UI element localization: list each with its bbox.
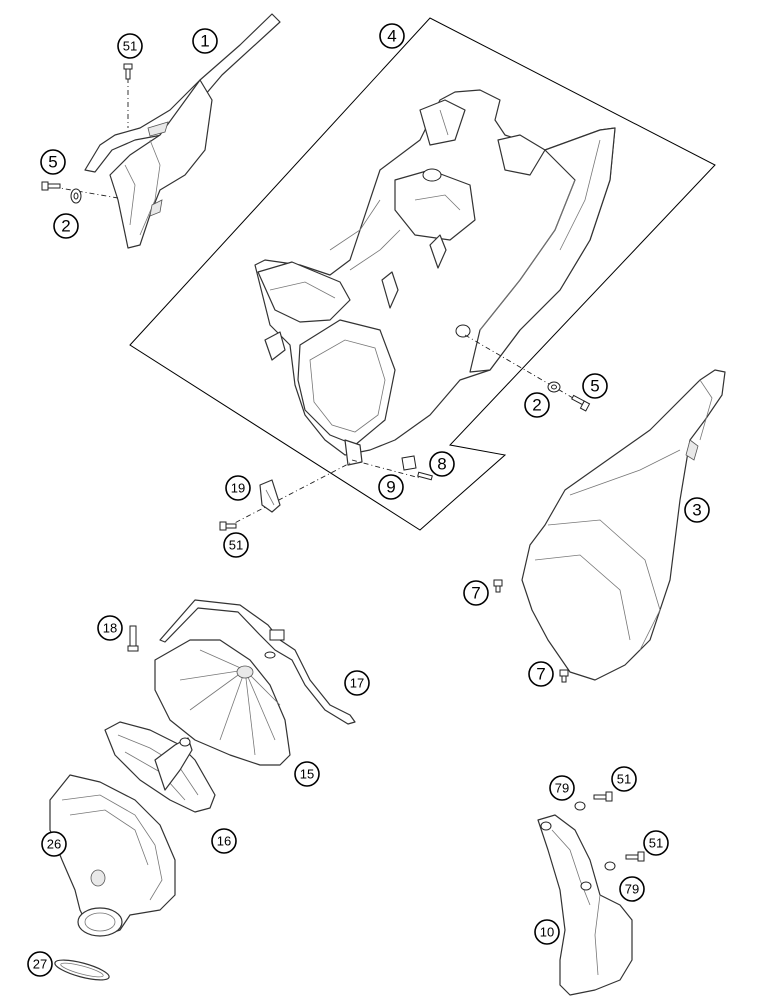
bracket-19 <box>259 479 281 513</box>
callout-7-upper: 7 <box>463 580 489 606</box>
bolt-51-middle <box>219 521 237 531</box>
screw-9 <box>417 471 433 481</box>
svg-text:3: 3 <box>692 501 701 520</box>
svg-text:16: 16 <box>217 834 231 849</box>
part-15-air-filter <box>154 639 291 766</box>
part-18-bolt <box>127 625 139 652</box>
svg-text:27: 27 <box>33 957 47 972</box>
part-1-frame-guard <box>84 13 281 249</box>
callout-51-lower-b: 51 <box>643 830 669 856</box>
washer-79-lower <box>604 861 616 871</box>
callout-26: 26 <box>41 831 67 857</box>
svg-text:79: 79 <box>555 781 569 796</box>
svg-text:4: 4 <box>387 27 396 46</box>
callout-79-lower: 79 <box>619 876 645 902</box>
part-4-air-box <box>254 89 616 466</box>
part-27-clamp <box>54 959 110 981</box>
washer-79-upper <box>574 801 586 811</box>
svg-text:2: 2 <box>532 396 541 415</box>
callout-51-lower-a: 51 <box>611 766 637 792</box>
part-10-guard <box>537 814 633 996</box>
bolt-51-lower-b <box>625 851 645 862</box>
svg-text:51: 51 <box>649 836 663 851</box>
svg-text:9: 9 <box>386 478 395 497</box>
svg-text:7: 7 <box>471 584 480 603</box>
svg-text:5: 5 <box>48 153 57 172</box>
svg-text:1: 1 <box>200 32 209 51</box>
svg-text:15: 15 <box>300 767 314 782</box>
part-3-side-cover <box>521 369 726 681</box>
callout-10: 10 <box>534 919 560 945</box>
screw-5-left <box>41 181 61 191</box>
svg-text:2: 2 <box>61 217 70 236</box>
callout-17: 17 <box>344 670 370 696</box>
callout-8: 8 <box>429 451 455 477</box>
washer-2-left <box>70 188 82 204</box>
assembly-frame <box>129 17 716 531</box>
callout-27: 27 <box>27 951 53 977</box>
svg-text:8: 8 <box>437 455 446 474</box>
leader-line <box>53 186 119 199</box>
callout-9: 9 <box>378 474 404 500</box>
callout-3: 3 <box>684 497 710 523</box>
callout-18: 18 <box>97 615 123 641</box>
callout-19: 19 <box>225 475 251 501</box>
callout-51-top: 51 <box>117 33 143 59</box>
callout-16: 16 <box>211 828 237 854</box>
bolt-51-top <box>123 63 133 80</box>
callout-4: 4 <box>379 23 405 49</box>
svg-text:26: 26 <box>47 837 61 852</box>
callout-15: 15 <box>294 761 320 787</box>
callout-51-middle: 51 <box>223 532 249 558</box>
svg-text:17: 17 <box>350 676 364 691</box>
screw-5-right <box>571 394 591 412</box>
callout-2-left: 2 <box>53 213 79 239</box>
svg-text:10: 10 <box>540 925 554 940</box>
part-26-intake-boot <box>49 774 176 937</box>
screw-7-upper <box>493 579 503 593</box>
svg-text:79: 79 <box>625 882 639 897</box>
callout-7-lower: 7 <box>528 661 554 687</box>
callout-5-left: 5 <box>40 149 66 175</box>
svg-text:51: 51 <box>229 538 243 553</box>
clip-8 <box>401 455 417 471</box>
callout-5-right: 5 <box>582 373 608 399</box>
svg-text:7: 7 <box>536 665 545 684</box>
callout-79-upper: 79 <box>549 775 575 801</box>
svg-text:51: 51 <box>123 39 137 54</box>
washer-2-right <box>547 381 561 393</box>
part-16-filter-support <box>104 721 216 813</box>
svg-text:5: 5 <box>590 377 599 396</box>
part-17-filter-cage <box>159 599 356 725</box>
callout-1: 1 <box>192 28 218 54</box>
svg-text:18: 18 <box>103 621 117 636</box>
svg-text:19: 19 <box>231 481 245 496</box>
screw-7-lower <box>559 669 569 683</box>
callout-2-right: 2 <box>524 392 550 418</box>
svg-text:51: 51 <box>617 772 631 787</box>
bolt-51-lower-a <box>593 791 613 802</box>
